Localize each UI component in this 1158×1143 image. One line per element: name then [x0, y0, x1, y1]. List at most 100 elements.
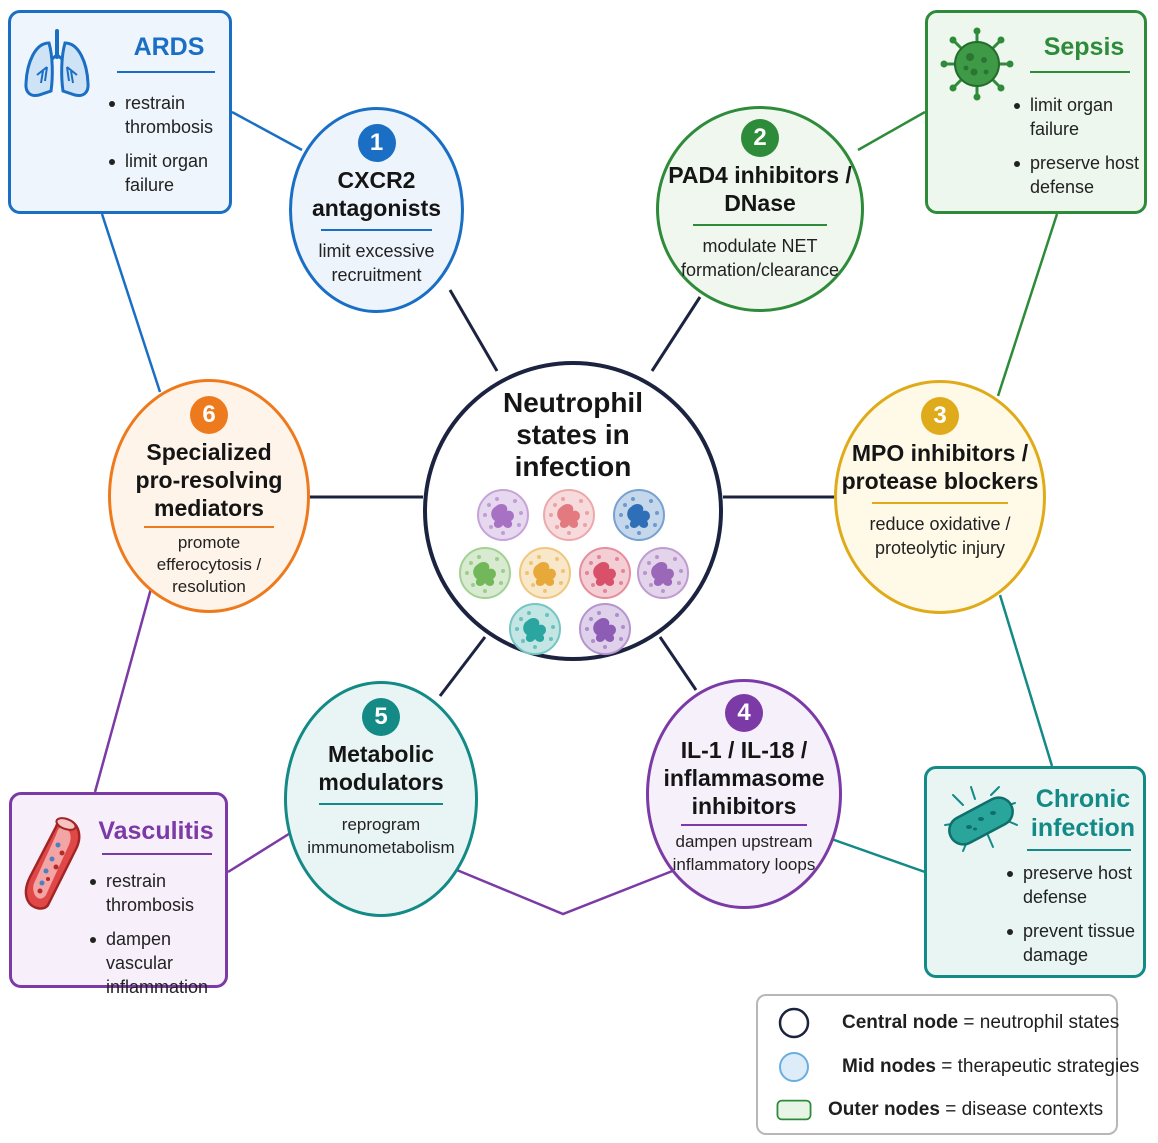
mid-node-divider: [681, 824, 807, 826]
legend-label: Outer nodes = disease contexts: [828, 1099, 1104, 1120]
neutrophil-cell-icon: [475, 487, 531, 543]
mid-node-number-badge: 2: [741, 119, 779, 157]
mid-title-line: antagonists: [311, 195, 442, 221]
mid-node-divider: [318, 803, 444, 805]
outer-title-line: ARDS: [133, 33, 205, 61]
mid-node-divider: [320, 229, 433, 231]
blood-vessel-icon: [24, 817, 81, 910]
outer-node-divider: [1030, 71, 1130, 73]
mid-title-line: IL-1 / IL-18 /: [680, 737, 808, 763]
mid-title-line: inflammasome: [663, 765, 825, 791]
outer-node-title: ARDS: [115, 33, 223, 62]
neutrophil-cell-icon: [517, 545, 573, 601]
connector-chronic-mid-4: [822, 834, 926, 874]
outer-title-line: Sepsis: [1043, 33, 1125, 61]
connector-ards-mid-1: [231, 110, 303, 152]
connector-center-mid-4: [658, 636, 698, 691]
mid-node-mpo-inhibitors-protease-blockers: 3 MPO inhibitors / protease blockers red…: [834, 380, 1046, 614]
mid-title-line: Metabolic: [327, 741, 435, 767]
mid-node-title: Metabolic modulators: [287, 740, 475, 796]
legend-circle-filled-swatch: [779, 1052, 809, 1082]
mid-desc-line: proteolytic injury: [874, 538, 1006, 558]
mid-title-line: pro-resolving: [135, 467, 283, 493]
connector-vasculitis-mid-6: [93, 573, 157, 793]
mid-node-title: CXCR2 antagonists: [292, 166, 461, 222]
outer-node-divider: [1027, 849, 1131, 851]
legend-row-outer: Outer nodes = disease contexts: [776, 1093, 1103, 1127]
connector-ards-mid-6: [100, 213, 162, 393]
connector-center-mid-2: [650, 296, 702, 372]
mid-title-line: CXCR2: [337, 167, 416, 193]
mid-desc-line: promote: [177, 533, 241, 552]
neutrophil-cell-icon: [577, 601, 633, 657]
mid-title-line: modulators: [318, 769, 444, 795]
mid-node-pad4-inhibitors-dnase: 2 PAD4 inhibitors / DNase modulate NET f…: [656, 106, 864, 312]
virus-icon: [940, 27, 1014, 101]
outer-node-title: Vasculitis: [96, 817, 216, 846]
neutrophil-cell-icon: [457, 545, 513, 601]
neutrophil-cell-icon: [635, 545, 691, 601]
mid-node-divider: [872, 502, 1008, 504]
legend-rounded-rect-swatch: [776, 1099, 812, 1121]
mid-node-number-badge: 3: [921, 397, 959, 435]
mid-title-line: mediators: [154, 495, 264, 521]
mid-node-number-badge: 4: [725, 694, 763, 732]
mid-node-il1-il18-inflammasome-inhibitors: 4 IL-1 / IL-18 / inflammasome inhibitors…: [646, 679, 842, 909]
mid-node-number-badge: 5: [362, 698, 400, 736]
mid-desc-line: immunometabolism: [307, 838, 455, 857]
mid-node-description: modulate NET formation/clearance: [659, 234, 861, 282]
legend-label: Central node = neutrophil states: [842, 1012, 1120, 1033]
mid-desc-line: resolution: [172, 577, 246, 596]
legend-label: Mid nodes = therapeutic strategies: [842, 1056, 1140, 1077]
connector-sepsis-mid-3: [996, 213, 1059, 397]
legend-row-mid: Mid nodes = therapeutic strategies: [776, 1050, 1139, 1084]
mid-node-number-badge: 6: [190, 396, 228, 434]
mid-node-cxcr2-antagonists: 1 CXCR2 antagonists limit excessive recr…: [289, 107, 464, 313]
central-node-title: Neutrophil states in infection: [427, 387, 719, 483]
mid-node-description: promote efferocytosis / resolution: [111, 532, 307, 598]
mid-desc-line: inflammatory loops: [672, 855, 816, 874]
mid-node-title: IL-1 / IL-18 / inflammasome inhibitors: [649, 736, 839, 820]
lungs-icon: [24, 29, 90, 97]
mid-desc-line: modulate NET: [702, 236, 818, 256]
mid-node-description: reprogram immunometabolism: [287, 813, 475, 859]
neutrophil-cell-icon: [577, 545, 633, 601]
legend-row-central: Central node = neutrophil states: [776, 1006, 1119, 1040]
neutrophil-cell-icon: [507, 601, 563, 657]
mid-desc-line: efferocytosis /: [156, 555, 262, 574]
central-node-neutrophil-states: Neutrophil states in infection: [423, 361, 723, 661]
outer-node-title: Sepsis: [1028, 33, 1140, 62]
outer-title-line: Vasculitis: [98, 817, 214, 845]
central-title-line: Neutrophil: [503, 387, 643, 418]
connector-sepsis-mid-2: [857, 110, 926, 152]
mid-node-description: limit excessive recruitment: [292, 239, 461, 287]
mid-node-title: PAD4 inhibitors / DNase: [659, 161, 861, 217]
mid-desc-line: formation/clearance: [680, 260, 840, 280]
bacterium-icon: [944, 786, 1018, 852]
mid-desc-line: reduce oxidative /: [869, 514, 1011, 534]
mid-node-description: dampen upstream inflammatory loops: [649, 830, 839, 876]
neutrophil-cell-icon: [541, 487, 597, 543]
outer-node-divider: [102, 853, 212, 855]
mid-node-title: Specialized pro-resolving mediators: [111, 438, 307, 522]
mid-desc-line: reprogram: [341, 815, 421, 834]
legend-circle-outline-swatch: [778, 1007, 810, 1039]
outer-title-line: infection: [1030, 814, 1136, 842]
mid-title-line: MPO inhibitors /: [851, 440, 1029, 466]
connector-center-mid-1: [448, 289, 499, 372]
